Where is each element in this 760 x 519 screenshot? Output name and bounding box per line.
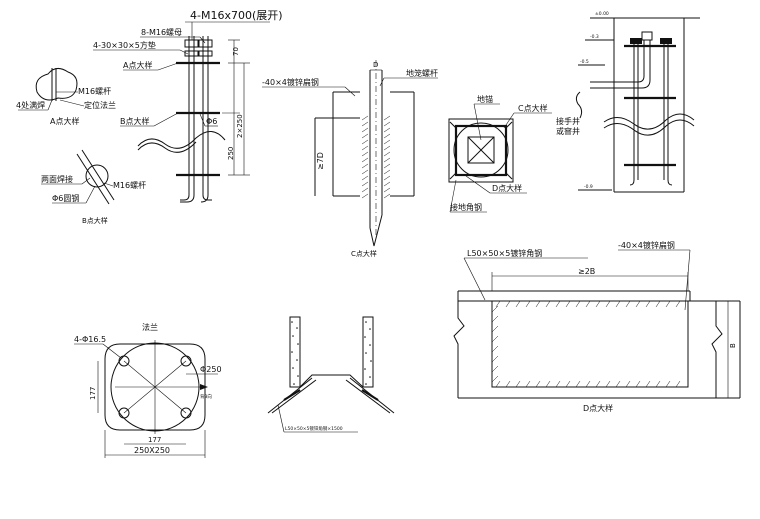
flange-dim-177-h: 177	[148, 436, 161, 444]
dim-70: 70	[232, 47, 240, 56]
detail-a: M16螺杆 定位法兰 4处满焊 A点大样	[16, 68, 116, 126]
detail-c-rod-label: 地笼螺杆	[406, 68, 438, 78]
detail-d: ≥2B B L50×50×5镀锌角钢 -40×4镀锌扁钢 D点大样	[453, 240, 741, 413]
install-well-label: 接手井	[556, 116, 580, 126]
dim-d: D	[373, 61, 378, 69]
detail-c-plan: 地锚 C点大样 D点大样 接地角钢	[448, 94, 552, 213]
svg-text:±0.00: ±0.00	[595, 11, 609, 17]
dim-2x250: 2×250	[236, 114, 244, 138]
svg-text:-0.3: -0.3	[590, 34, 599, 40]
detail-c-title: C点大样	[351, 249, 377, 258]
bolt-spec-label: 4-M16x700(展开)	[190, 9, 283, 22]
foundation-bolt-elevation: 70 2×250 250 4-M16x700(展开) 8-M16螺母 4-30×…	[93, 9, 283, 203]
detail-b-title: B点大样	[82, 216, 108, 225]
svg-text:-0.5: -0.5	[580, 59, 589, 65]
nut-spec-label: 8-M16螺母	[141, 27, 182, 37]
ground-angle-section: L50×50×5镀锌角钢×1500	[267, 316, 395, 433]
installation-section: ±0.00 -0.3 -0.5 -0.9 接手井	[556, 11, 700, 193]
flange-dir: 背3向	[200, 393, 212, 400]
detail-b-ref: B点大样	[120, 116, 150, 126]
detail-b-rebar: Φ6圆钢	[52, 193, 79, 203]
detail-c-plan-d-ref: D点大样	[492, 183, 522, 193]
ground-angle-spec: L50×50×5镀锌角钢×1500	[285, 425, 343, 432]
detail-c-steel-label: -40×4镀锌扁钢	[262, 77, 319, 87]
dim-b: B	[729, 343, 737, 348]
washer-spec-label: 4-30×30×5方垫	[93, 40, 156, 50]
detail-b-bolt: M16螺杆	[113, 180, 146, 190]
detail-a-bolt: M16螺杆	[78, 86, 111, 96]
rebar-label: Φ6	[206, 117, 217, 126]
detail-b-weld: 两面焊接	[41, 174, 73, 184]
ground-angle-label: 接地角钢	[450, 202, 482, 212]
flange-size: 250X250	[134, 446, 170, 455]
detail-a-weld: 4处满焊	[16, 100, 45, 110]
dim-7d: ≥7D	[316, 152, 325, 170]
detail-a-ref: A点大样	[123, 60, 152, 70]
flange-dim-177-v: 177	[89, 387, 97, 400]
flange-plan: 法兰 4-Φ16.5 Φ250 背3向 177 177 250X250	[74, 322, 222, 458]
detail-c-section: D ≥7D -40×4镀锌扁钢 地笼螺杆 C点大样	[262, 60, 438, 258]
detail-c-plan-c-ref: C点大样	[518, 103, 548, 113]
dim-2b: ≥2B	[578, 267, 595, 276]
detail-a-flange: 定位法兰	[84, 100, 116, 110]
dim-250: 250	[227, 147, 235, 160]
detail-d-angle-label: L50×50×5镀锌角钢	[467, 248, 542, 258]
anchor-label: 地锚	[477, 94, 493, 104]
flange-title: 法兰	[142, 322, 158, 332]
svg-text:-0.9: -0.9	[584, 184, 593, 190]
flange-holes: 4-Φ16.5	[74, 335, 106, 344]
detail-d-title: D点大样	[583, 403, 613, 413]
detail-d-flat-label: -40×4镀锌扁钢	[618, 240, 675, 250]
install-well2-label: 或窨井	[556, 126, 580, 136]
detail-b: 两面焊接 M16螺杆 Φ6圆钢 B点大样	[41, 149, 146, 225]
flange-center-dim: Φ250	[200, 365, 222, 374]
detail-a-title: A点大样	[50, 116, 79, 126]
